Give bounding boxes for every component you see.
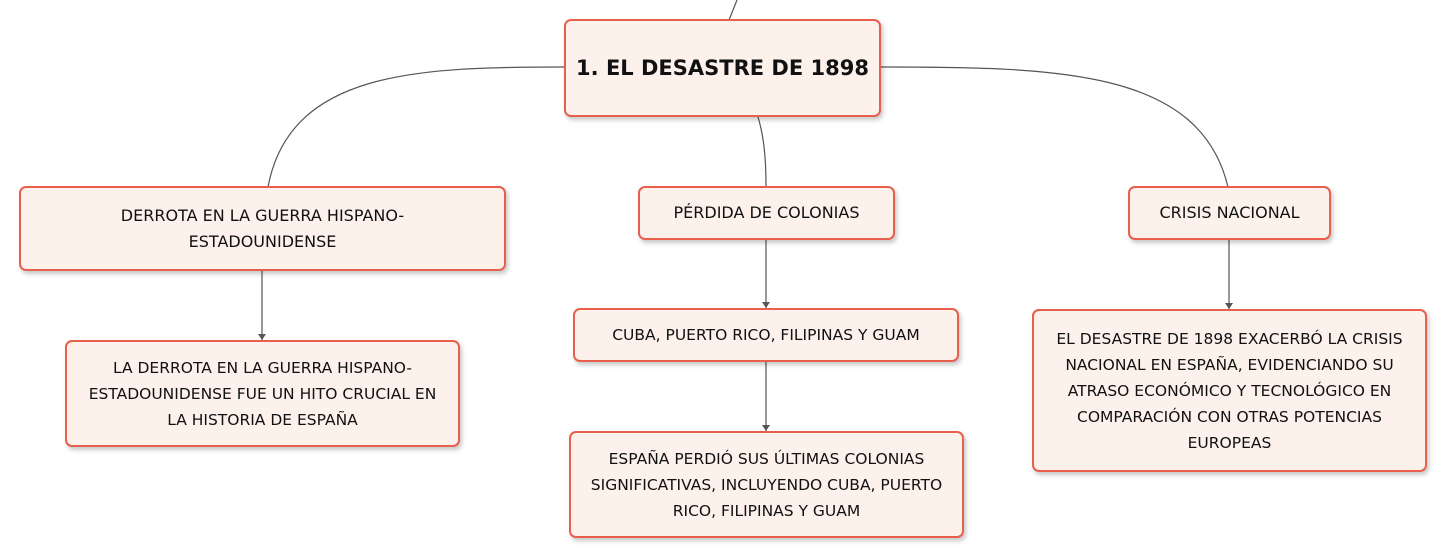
connector-root-to-crisis bbox=[879, 66, 1229, 188]
connector-root-to-derrota bbox=[267, 66, 567, 188]
arrowhead bbox=[762, 302, 770, 308]
detail-perdida-node[interactable]: ESPAÑA PERDIÓ SUS ÚLTIMAS COLONIAS SIGNI… bbox=[569, 431, 964, 538]
detail-derrota-node[interactable]: LA DERROTA EN LA GUERRA HISPANO-ESTADOUN… bbox=[65, 340, 460, 447]
branch-perdida-node[interactable]: PÉRDIDA DE COLONIAS bbox=[638, 186, 895, 240]
branch-crisis-node[interactable]: CRISIS NACIONAL bbox=[1128, 186, 1331, 240]
detail-crisis-node[interactable]: EL DESASTRE DE 1898 EXACERBÓ LA CRISIS N… bbox=[1032, 309, 1427, 472]
root-topic-node[interactable]: 1. EL DESASTRE DE 1898 bbox=[564, 19, 881, 117]
arrowhead bbox=[762, 425, 770, 431]
connector-parent-link bbox=[728, 0, 738, 21]
arrowhead bbox=[258, 334, 266, 340]
connector-root-to-perdida bbox=[757, 116, 767, 188]
branch-derrota-node[interactable]: DERROTA EN LA GUERRA HISPANO-ESTADOUNIDE… bbox=[19, 186, 506, 271]
arrowhead bbox=[1225, 303, 1233, 309]
sub-colonias-node[interactable]: CUBA, PUERTO RICO, FILIPINAS Y GUAM bbox=[573, 308, 959, 362]
